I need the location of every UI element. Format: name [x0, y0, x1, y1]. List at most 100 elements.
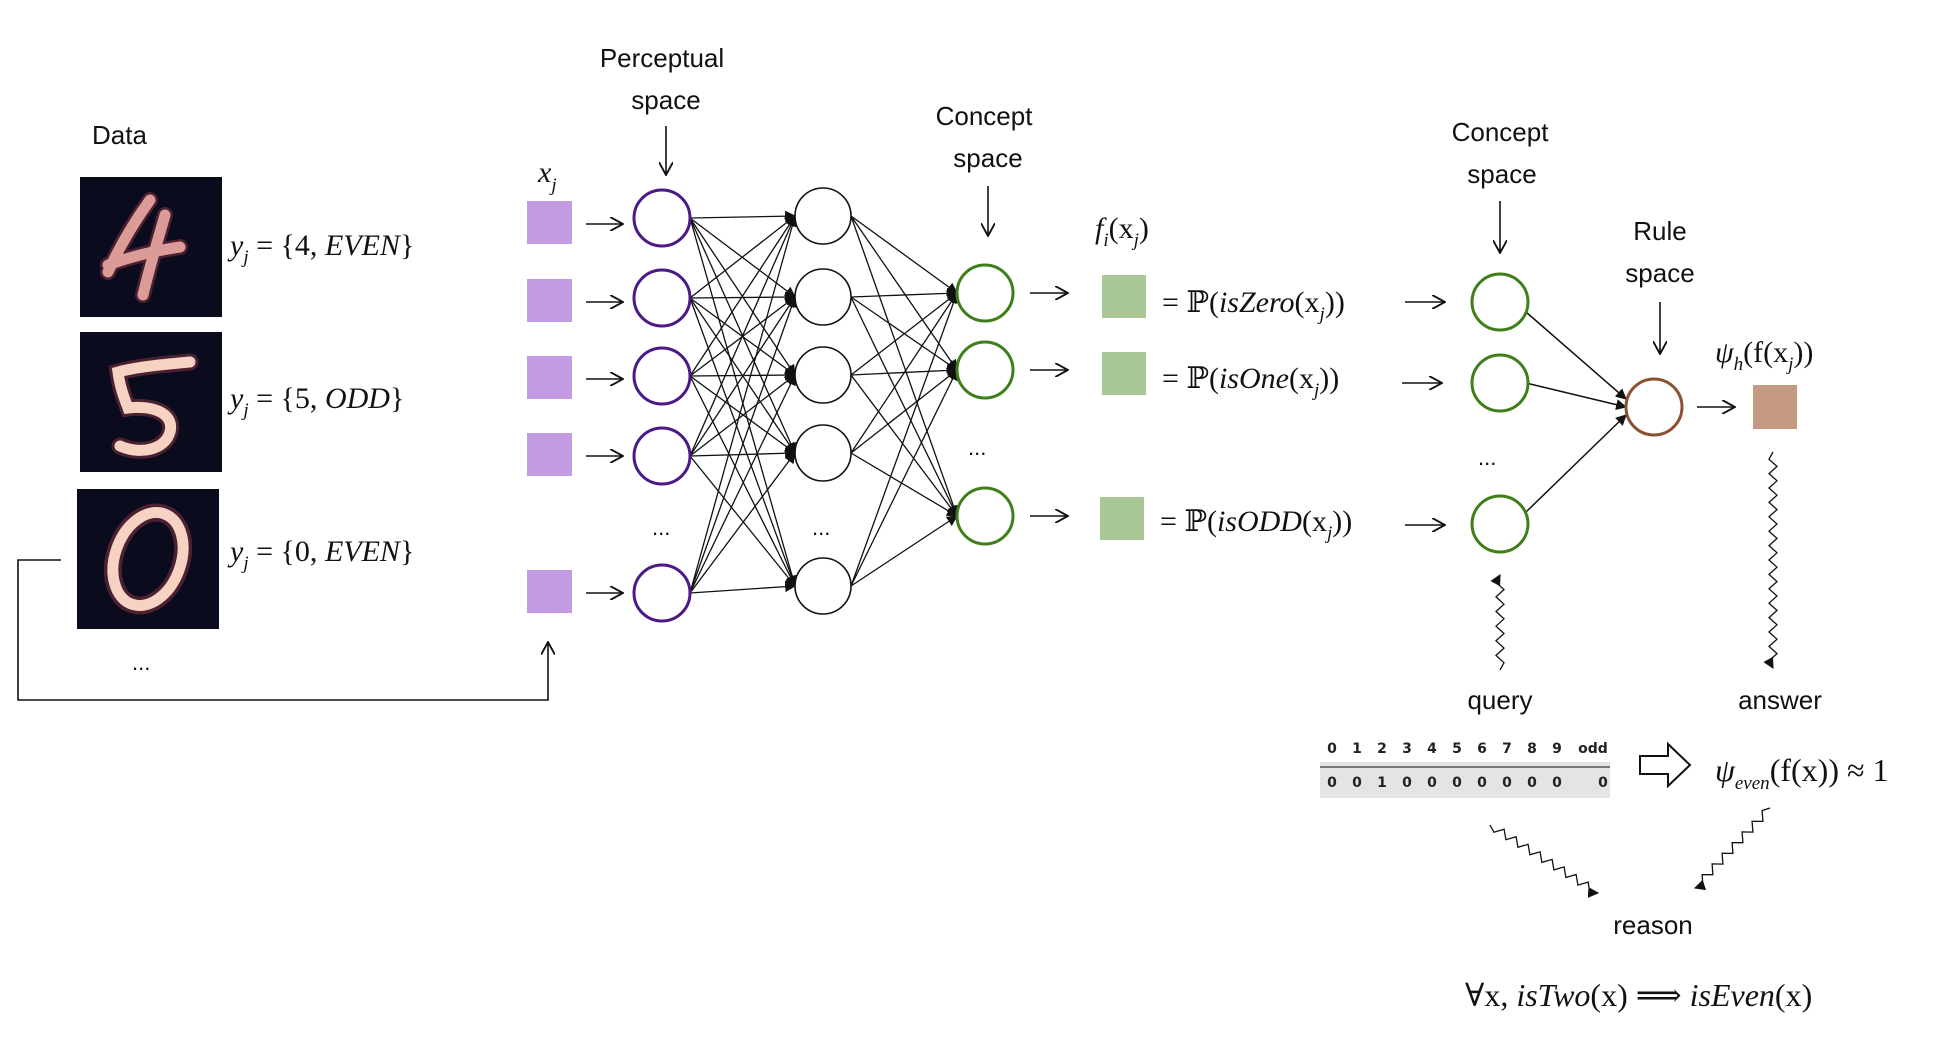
- concept-expr-one: = ℙ(isOne(xj)): [1162, 362, 1339, 401]
- hidden-node: [794, 346, 852, 404]
- network-edge: [850, 369, 958, 454]
- network-edge: [850, 292, 958, 376]
- svg-text:yj = {4, EVEN}: yj = {4, EVEN}: [227, 229, 414, 268]
- digit-image-4: [80, 177, 222, 317]
- network-edge: [850, 296, 958, 517]
- network-edge: [689, 214, 797, 457]
- network-edge: [689, 291, 797, 303]
- concept-ellipsis-1: ...: [968, 435, 986, 460]
- query-table-header: 3: [1402, 741, 1412, 757]
- concept-ellipsis-2: ...: [1478, 445, 1496, 470]
- network-edge: [850, 215, 959, 518]
- network-edge: [850, 215, 958, 371]
- query-table-bg: [1320, 762, 1610, 798]
- svg-text:yj = {5, ODD}: yj = {5, ODD}: [227, 382, 404, 421]
- concept-space-2-label-1: Concept: [1452, 117, 1550, 147]
- rule-edge: [1525, 382, 1628, 411]
- network-edge: [689, 374, 796, 457]
- network-edge: [689, 215, 796, 299]
- query-table-value: 0: [1327, 775, 1337, 791]
- query-table-header: 9: [1552, 741, 1562, 757]
- sample-label-1: yj = {4, EVEN}: [227, 229, 414, 268]
- double-arrow-icon: [1639, 741, 1692, 789]
- network-edge: [850, 292, 958, 454]
- query-table-value: 0: [1477, 775, 1487, 791]
- concept-space-1-label-2: space: [953, 143, 1022, 173]
- data-to-input-arrow-icon: [17, 559, 548, 701]
- perceptual-node: [632, 268, 692, 328]
- rule-space-label-2: space: [1625, 258, 1694, 288]
- perceptual-node: [632, 563, 692, 623]
- query-table-value: 0: [1427, 775, 1437, 791]
- query-table-header: 5: [1452, 741, 1462, 757]
- network-edge: [689, 375, 796, 454]
- network-edge: [689, 452, 796, 594]
- query-table-header: 0: [1327, 741, 1337, 757]
- perceptual-node: [632, 426, 692, 486]
- network-edge: [689, 296, 796, 457]
- concept-square: [1102, 352, 1146, 395]
- network-edge: [850, 287, 959, 299]
- hidden-node: [794, 187, 852, 245]
- query-reason-wavy-arrow-icon: [1489, 824, 1600, 899]
- network-edge: [689, 214, 798, 594]
- answer-reason-wavy-arrow-icon: [1693, 807, 1771, 891]
- psi-h-label: ψh(f(xj)): [1715, 336, 1813, 375]
- input-square: [527, 570, 572, 613]
- query-table-header: 6: [1477, 741, 1487, 757]
- rule-space-label-1: Rule: [1633, 216, 1686, 246]
- sample-label-3: yj = {0, EVEN}: [227, 535, 414, 574]
- fi-label: fi(xj): [1095, 212, 1149, 251]
- concept-expr-zero: = ℙ(isZero(xj)): [1162, 286, 1345, 325]
- data-ellipsis: ...: [132, 650, 150, 675]
- sample-label-2: yj = {5, ODD}: [227, 382, 404, 421]
- query-table-value: 0: [1502, 775, 1512, 791]
- perceptual-space-label-1: Perceptual: [600, 43, 724, 73]
- query-label: query: [1467, 685, 1532, 715]
- network-nodes: [527, 187, 1797, 623]
- network-edge: [689, 217, 798, 588]
- query-table-header: 8: [1527, 741, 1537, 757]
- network-edge: [850, 215, 958, 294]
- query-wavy-arrow-icon: [1490, 574, 1505, 671]
- rule-statement: ∀x, isTwo(x) ⟹ isEven(x): [1465, 977, 1812, 1013]
- query-table-header: 4: [1427, 741, 1437, 757]
- network-edge: [689, 375, 796, 587]
- concept-square: [1100, 497, 1144, 540]
- hidden-node: [794, 268, 852, 326]
- concept-node: [955, 486, 1015, 546]
- query-table-value: 0: [1527, 775, 1537, 791]
- network-edge: [689, 581, 797, 594]
- concept-node: [955, 340, 1015, 400]
- network-edge: [850, 374, 958, 517]
- input-square: [527, 433, 572, 476]
- network-edge: [689, 297, 797, 588]
- perceptual-node: [632, 188, 692, 248]
- perceptual-ellipsis: ...: [652, 515, 670, 540]
- hidden-node: [794, 557, 852, 615]
- wavy-arrows: [1489, 451, 1778, 899]
- network-edges: [586, 210, 1735, 594]
- perceptual-space-label-2: space: [631, 85, 700, 115]
- hidden-node: [794, 424, 852, 482]
- network-edge: [850, 452, 958, 517]
- query-table-value: 0: [1352, 775, 1362, 791]
- input-square: [527, 201, 572, 244]
- concept-space-1-label-1: Concept: [936, 101, 1034, 131]
- query-table-value: 0: [1552, 775, 1562, 791]
- data-label: Data: [92, 120, 147, 150]
- input-square: [527, 279, 572, 322]
- rule-edge: [1525, 414, 1627, 513]
- svg-text:= ℙ(isODD(xj)): = ℙ(isODD(xj)): [1160, 505, 1352, 544]
- query-table-header: 2: [1377, 741, 1387, 757]
- answer-label: answer: [1738, 685, 1822, 715]
- concept-node-2: [1470, 353, 1530, 413]
- psi-even-expr: ψeven(f(x)) ≈ 1: [1715, 752, 1889, 794]
- rule-square: [1753, 385, 1797, 429]
- query-table-header: odd: [1578, 741, 1608, 757]
- digit-image-5: [80, 332, 222, 472]
- network-edge: [689, 374, 796, 594]
- concept-node-2: [1470, 272, 1530, 332]
